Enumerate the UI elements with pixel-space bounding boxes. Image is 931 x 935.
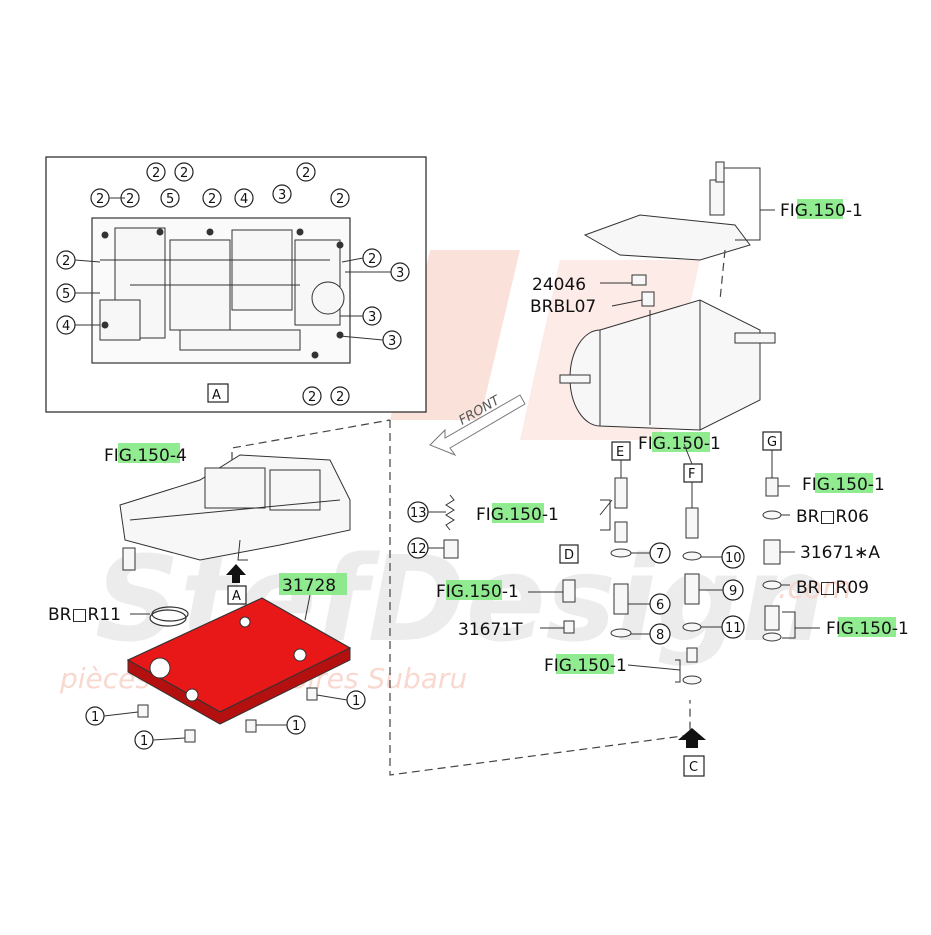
view-label-a-inset: A bbox=[212, 388, 221, 403]
svg-text:E: E bbox=[616, 445, 624, 460]
svg-text:1: 1 bbox=[91, 710, 99, 725]
svg-text:5: 5 bbox=[62, 287, 70, 302]
svg-text:2: 2 bbox=[96, 192, 104, 207]
fig-tcu-label: FIG.150-1 bbox=[780, 201, 863, 221]
column-e: E bbox=[600, 441, 632, 638]
svg-text:1: 1 bbox=[352, 694, 360, 709]
part-24046-label: 24046 bbox=[532, 275, 586, 295]
inset-callouts: 2 2 2 2 5 2 4 3 2 2 2 5 4 2 3 3 3 2 2 bbox=[56, 162, 410, 406]
springs-12-13 bbox=[443, 494, 459, 559]
svg-text:D: D bbox=[564, 548, 574, 563]
svg-text:2: 2 bbox=[208, 192, 216, 207]
watermark-domain: .com bbox=[778, 571, 852, 606]
svg-text:9: 9 bbox=[729, 584, 737, 599]
part-31728-label: 31728 bbox=[282, 576, 336, 596]
svg-text:3: 3 bbox=[368, 310, 376, 325]
fig-g-bottom-label: FIG.150-1 bbox=[826, 619, 909, 639]
fig-g-top-label: FIG.150-1 bbox=[802, 475, 885, 495]
view-label-a-arrow: A bbox=[232, 589, 241, 604]
svg-text:2: 2 bbox=[308, 390, 316, 405]
fig-valvebody-label: FIG.150-4 bbox=[104, 446, 187, 466]
highlights bbox=[118, 199, 896, 674]
svg-text:1: 1 bbox=[140, 734, 148, 749]
svg-text:4: 4 bbox=[62, 319, 70, 334]
column-f: F C bbox=[675, 463, 706, 777]
fig-e-top-label: FIG.150-1 bbox=[638, 434, 721, 454]
svg-text:5: 5 bbox=[166, 192, 174, 207]
svg-text:13: 13 bbox=[410, 506, 427, 521]
svg-text:2: 2 bbox=[62, 254, 70, 269]
svg-text:3: 3 bbox=[388, 334, 396, 349]
column-callouts: 13 12 7 6 8 10 9 11 bbox=[407, 501, 745, 645]
svg-text:3: 3 bbox=[396, 266, 404, 281]
svg-text:G: G bbox=[767, 435, 777, 450]
svg-text:2: 2 bbox=[180, 166, 188, 181]
fig-d-label: FIG.150-1 bbox=[436, 582, 519, 602]
svg-text:10: 10 bbox=[725, 551, 742, 566]
leader-lines bbox=[130, 443, 820, 671]
svg-text:2: 2 bbox=[302, 166, 310, 181]
svg-text:2: 2 bbox=[126, 192, 134, 207]
part-31671a-label: 31671∗A bbox=[800, 543, 880, 563]
svg-text:2: 2 bbox=[336, 390, 344, 405]
part-brr06-label: BR□R06 bbox=[796, 507, 869, 527]
part-brr11-label: BR□R11 bbox=[48, 605, 121, 625]
svg-text:7: 7 bbox=[656, 547, 664, 562]
svg-text:3: 3 bbox=[278, 188, 286, 203]
svg-text:2: 2 bbox=[336, 192, 344, 207]
column-d: D bbox=[559, 544, 579, 634]
valve-body: A bbox=[119, 419, 691, 776]
oil-pan bbox=[126, 597, 352, 725]
svg-text:1: 1 bbox=[292, 719, 300, 734]
svg-text:6: 6 bbox=[656, 598, 664, 613]
svg-text:2: 2 bbox=[152, 166, 160, 181]
fig-f-bottom-label: FIG.150-1 bbox=[544, 656, 627, 676]
svg-text:F: F bbox=[688, 467, 695, 482]
fig-e-side-label: FIG.150-1 bbox=[476, 505, 559, 525]
svg-text:2: 2 bbox=[368, 252, 376, 267]
svg-text:12: 12 bbox=[410, 542, 427, 557]
svg-text:11: 11 bbox=[725, 621, 742, 636]
part-brr09-label: BR□R09 bbox=[796, 578, 869, 598]
labels: FIG.150-1 FIG.150-4 FIG.150-1 FIG.150-1 … bbox=[48, 201, 909, 676]
part-brbl07-label: BRBL07 bbox=[530, 297, 596, 317]
svg-text:4: 4 bbox=[240, 192, 248, 207]
svg-text:8: 8 bbox=[656, 628, 664, 643]
svg-text:C: C bbox=[689, 760, 698, 775]
part-31671t-label: 31671T bbox=[458, 620, 523, 640]
pan-bolts: 1 1 1 1 bbox=[85, 687, 366, 750]
